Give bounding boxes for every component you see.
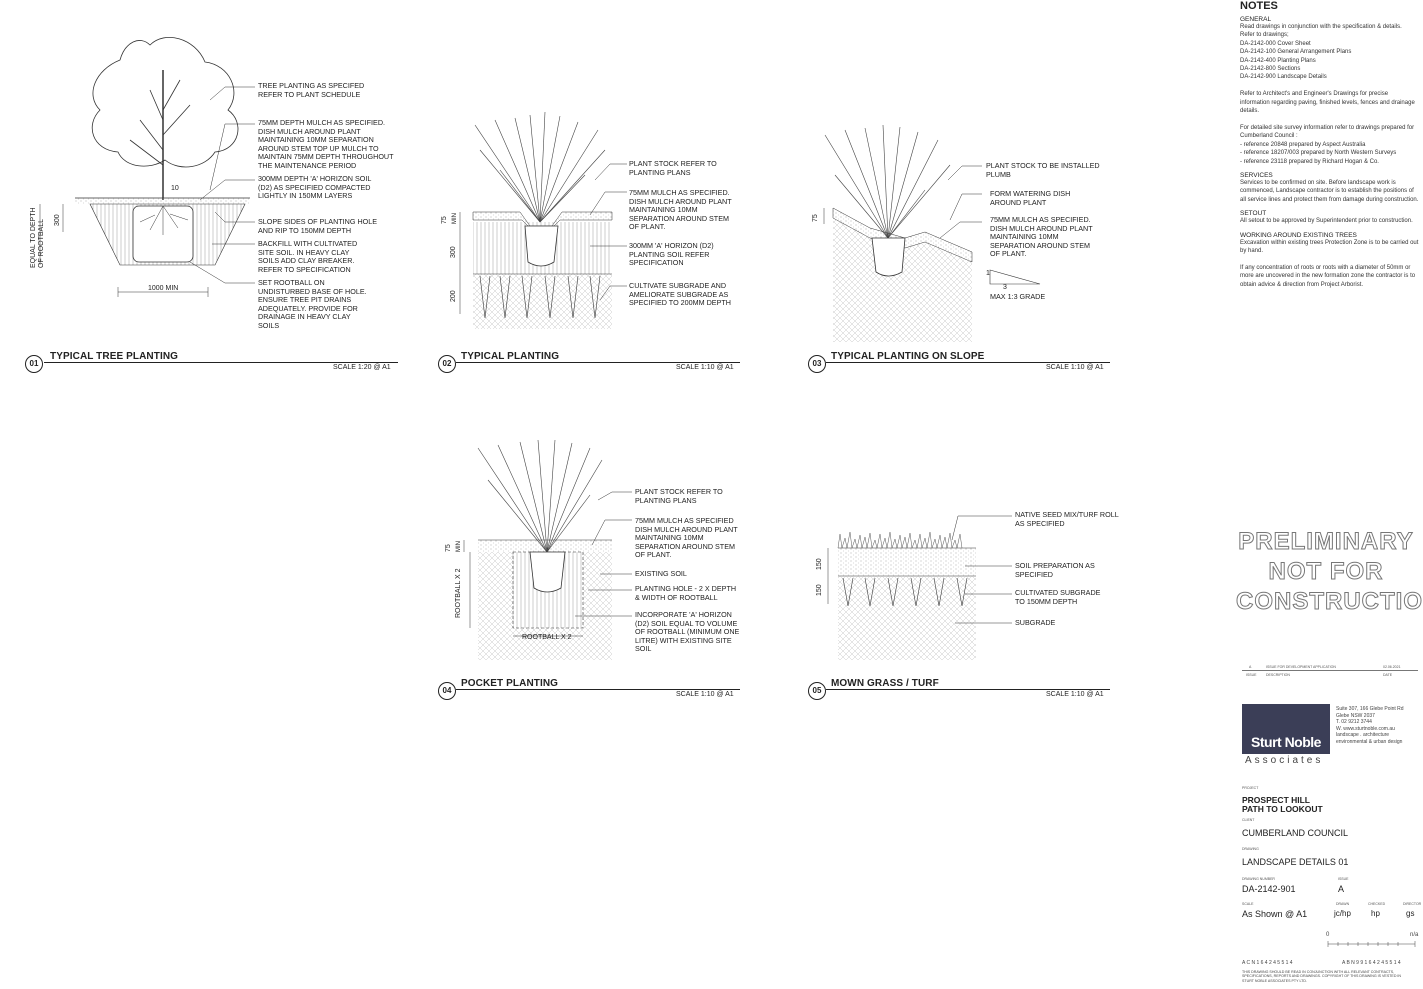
acn: A C N 1 6 4 2 4 5 5 1 4 [1242, 960, 1293, 966]
checked-label: CHECKED [1368, 902, 1386, 906]
detail-scale: SCALE 1:10 @ A1 [1046, 364, 1104, 371]
detail-title: TYPICAL PLANTING [461, 351, 560, 362]
notes-title: NOTES [1240, 0, 1278, 12]
drawing-label: DRAWING [1242, 847, 1259, 851]
firm-name: Sturt Noble [1251, 734, 1321, 750]
preliminary-stamp: PRELIMINARY NOT FOR CONSTRUCTION [1236, 527, 1423, 617]
scale-bar [1327, 941, 1416, 947]
d2-annotation-1: PLANT STOCK REFER TO PLANTING PLANS [629, 159, 717, 177]
drawing-name: LANDSCAPE DETAILS 01 [1242, 857, 1349, 867]
issue-value: A [1338, 884, 1345, 894]
notes-services: Services to be confirmed on site. Before… [1240, 179, 1419, 203]
notes-heading-trees: WORKING AROUND EXISTING TREES [1240, 231, 1357, 239]
project-name: PROSPECT HILL PATH TO LOOKOUT [1242, 795, 1323, 814]
detail-scale: SCALE 1:20 @ A1 [333, 364, 391, 371]
detail-number: 02 [438, 355, 456, 373]
d4-annotation-2: 75mm MULCH AS SPECIFIED DISH MULCH AROUN… [635, 516, 738, 560]
notes-heading-setout: SETOUT [1240, 210, 1267, 218]
stamp-line-2: NOT FOR [1268, 558, 1384, 586]
d1-annotation-4: SLOPE SIDES OF PLANTING HOLE AND RIP TO … [258, 217, 378, 235]
firm-address: Suite 307, 166 Glebe Point Rd Glebe NSW … [1336, 706, 1404, 745]
disclaimer: THIS DRAWING SHOULD BE READ IN CONJUNCTI… [1242, 970, 1402, 983]
drawn-value: jc/hp [1334, 909, 1351, 918]
d1-dim-10: 10 [171, 185, 179, 192]
d3-dim-1: 1 [986, 270, 990, 277]
stamp-line-1: PRELIMINARY [1238, 528, 1414, 556]
d4-dim-rootball-horz: ROOTBALL X 2 [522, 634, 572, 641]
d5-dim-150-a: 150 [816, 558, 823, 570]
notes-general: Read drawings in conjunction with the sp… [1240, 24, 1415, 165]
d1-annotation-1: TREE PLANTING AS SPECIFED REFER TO PLANT… [258, 81, 365, 99]
detail-scale: SCALE 1:10 @ A1 [676, 691, 734, 698]
d5-annotation-3: CULTIVATED SUBGRADE TO 150mm DEPTH [1015, 588, 1101, 606]
d1-annotation-6: SET ROOTBALL ON UNDISTURBED BASE OF HOLE… [258, 278, 367, 330]
d4-annotation-3: EXISTING SOIL [635, 569, 687, 578]
issue-label: ISSUE [1338, 877, 1349, 881]
d2-annotation-2: 75mm MULCH AS SPECIFIED. DISH MULCH AROU… [629, 188, 732, 232]
revision-h-date: DATE [1383, 673, 1393, 677]
checked-value: hp [1371, 909, 1380, 918]
scale-label: SCALE [1242, 902, 1254, 906]
detail-title: MOWN GRASS / TURF [831, 678, 939, 689]
detail-number: 04 [438, 682, 456, 700]
d3-annotation-3: 75mm MULCH AS SPECIFIED. DISH MULCH AROU… [990, 215, 1093, 259]
revision-h-issue: ISSUE [1246, 673, 1257, 677]
d5-dim-150-b: 150 [816, 584, 823, 596]
detail-number: 03 [808, 355, 826, 373]
scale-bar-start: 0 [1326, 932, 1330, 938]
number-label: DRAWING NUMBER [1242, 877, 1275, 881]
d5-annotation-2: SOIL PREPARATION AS SPECIFIED [1015, 561, 1095, 579]
d1-annotation-2: 75mm DEPTH MULCH AS SPECIFIED. DISH MULC… [258, 118, 394, 170]
detail-title: TYPICAL TREE PLANTING [50, 351, 179, 362]
d2-annotation-3: 300mm 'A' HORIZON (D2) PLANTING SOIL REF… [629, 241, 714, 268]
scale-value: As Shown @ A1 [1242, 909, 1308, 919]
revision-h-desc: DESCRIPTION [1266, 673, 1290, 677]
d3-annotation-2: FORM WATERING DISH AROUND PLANT [990, 189, 1071, 207]
notes-panel: NOTES GENERAL Read drawings in conjuncti… [1240, 0, 1420, 289]
d1-dim-1000: 1000 MIN [148, 285, 179, 292]
notes-heading-services: SERVICES [1240, 171, 1273, 179]
d4-annotation-1: PLANT STOCK REFER TO PLANTING PLANS [635, 487, 723, 505]
client-label: CLIENT [1242, 818, 1255, 822]
notes-setout: All setout to be approved by Superintend… [1240, 218, 1413, 225]
firm-sub: Associates [1245, 755, 1324, 766]
director-label: DIRECTOR [1403, 902, 1422, 906]
drawn-label: DRAWN [1336, 902, 1350, 906]
notes-trees: Excavation within existing trees Protect… [1240, 239, 1419, 288]
project-label: PROJECT [1242, 786, 1259, 790]
detail-scale: SCALE 1:10 @ A1 [676, 364, 734, 371]
d3-dim-3: 3 [1003, 284, 1007, 291]
scale-bar-end: n/a [1410, 932, 1419, 938]
d4-annotation-5: INCORPORATE 'A' HORIZON (D2) SOIL EQUAL … [635, 610, 740, 654]
detail-title: POCKET PLANTING [461, 678, 559, 689]
detail-number: 05 [808, 682, 826, 700]
d4-annotation-4: PLANTING HOLE - 2 x DEPTH & WIDTH OF ROO… [635, 584, 737, 602]
d5-annotation-1: NATIVE SEED MIX/TURF ROLL AS SPECIFIED [1015, 510, 1119, 528]
d2-annotation-4: CULTIVATE SUBGRADE AND AMELIORATE SUBGRA… [629, 281, 731, 308]
stamp-line-3: CONSTRUCTION [1236, 588, 1423, 616]
firm-logo: Sturt Noble [1242, 704, 1330, 754]
d5-annotation-4: SUBGRADE [1015, 618, 1056, 627]
revision-date: 02.06.2021 [1383, 665, 1401, 669]
notes-heading-general: GENERAL [1240, 16, 1272, 23]
d3-annotation-1: PLANT STOCK TO BE INSTALLED PLUMB [986, 161, 1100, 179]
detail-scale: SCALE 1:10 @ A1 [1046, 691, 1104, 698]
director-value: gs [1406, 909, 1415, 918]
client-name: CUMBERLAND COUNCIL [1242, 828, 1349, 838]
detail-number: 01 [25, 355, 43, 373]
detail-title: TYPICAL PLANTING ON SLOPE [831, 351, 985, 362]
drawing-number: DA-2142-901 [1242, 884, 1296, 894]
d1-annotation-3: 300mm DEPTH 'A' HORIZON SOIL (D2) AS SPE… [258, 174, 372, 201]
revision-desc: ISSUE FOR DEVELOPMENT APPLICATION [1266, 665, 1336, 669]
d3-annotation-4: MAX 1:3 GRADE [990, 292, 1046, 301]
abn: A B N 9 9 1 6 4 2 4 5 5 1 4 [1342, 960, 1401, 966]
revision-rev: A [1249, 665, 1252, 669]
d1-annotation-5: BACKFILL WITH CULTIVATED SITE SOIL. IN H… [258, 239, 358, 274]
